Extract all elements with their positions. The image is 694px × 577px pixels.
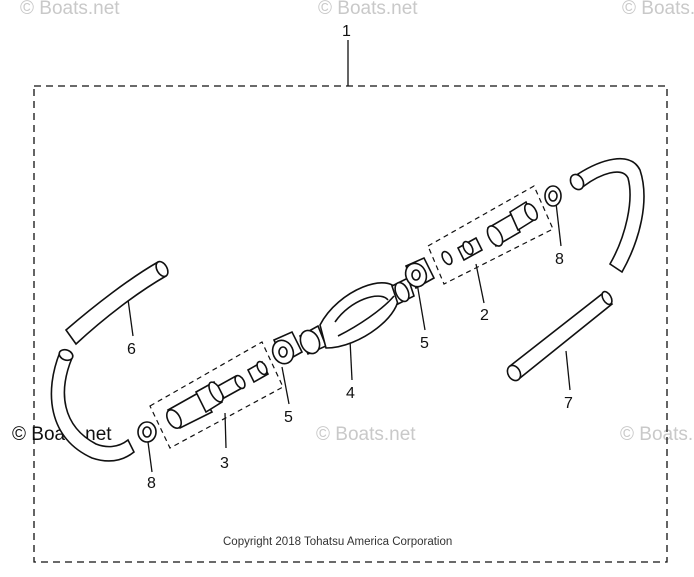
callout-8-right: 8 [555, 251, 564, 268]
callout-2: 2 [480, 307, 489, 324]
hose-7-icon [506, 158, 645, 382]
connector-group-box-right [427, 185, 554, 285]
callout-3: 3 [220, 455, 229, 472]
connector-group-box-left [149, 341, 284, 449]
hose-6-icon [50, 260, 169, 462]
watermark-top-center: © Boats.net [318, 0, 418, 19]
callout-8-left: 8 [147, 475, 156, 492]
grommet-5-left-icon [271, 330, 304, 365]
callout-6: 6 [127, 341, 136, 358]
clip-8-right-icon [544, 185, 562, 207]
grommet-5-right-icon [404, 256, 436, 290]
callout-4: 4 [346, 385, 355, 402]
connector-2-icon [441, 200, 539, 266]
clip-8-left-icon [137, 421, 157, 443]
callout-7: 7 [564, 395, 573, 412]
callout-1: 1 [342, 23, 351, 40]
watermark-top-left: © Boats.net [20, 0, 120, 19]
primer-bulb-4-icon [298, 276, 415, 356]
copyright-notice: Copyright 2018 Tohatsu America Corporati… [223, 536, 452, 548]
watermark-mid-center: © Boats.net [316, 424, 416, 445]
callout-5-right: 5 [420, 335, 429, 352]
watermark-mid-right: © Boats.net [620, 424, 694, 445]
connector-3-icon [165, 360, 270, 430]
assembly-boundary [33, 85, 668, 563]
watermark-top-right: © Boats.net [622, 0, 694, 19]
callout-5-left: 5 [284, 409, 293, 426]
